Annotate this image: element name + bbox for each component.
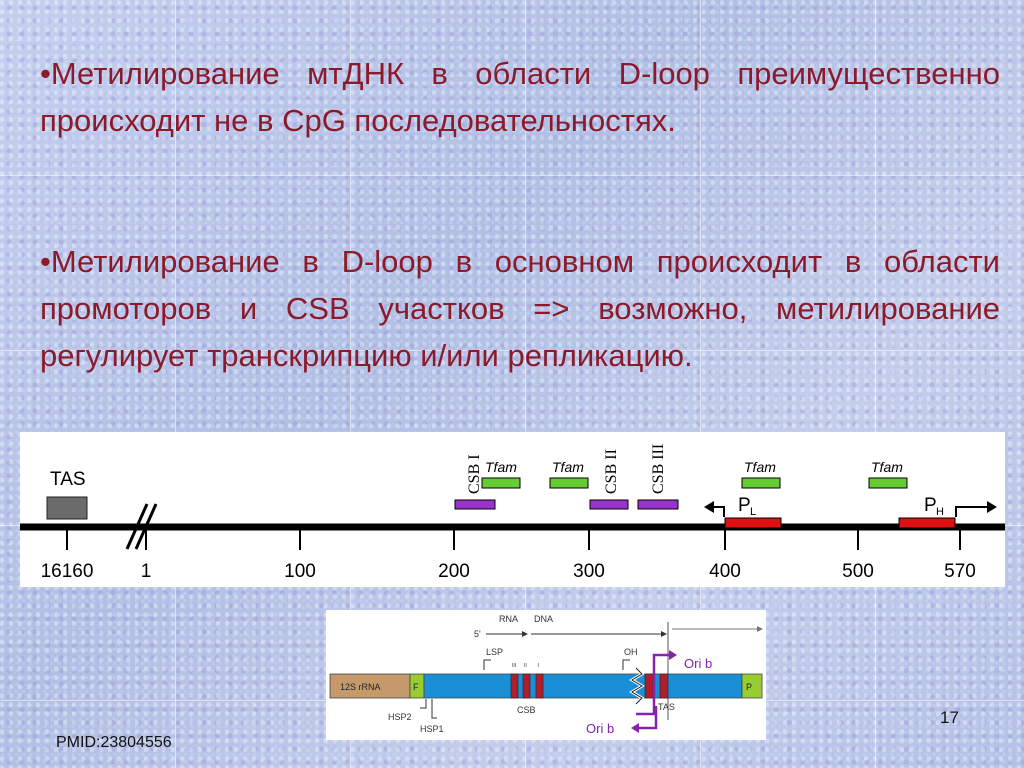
control-region-diagram: 5' RNA DNA LSP OH III II I 12S rRNA F P: [329, 614, 763, 736]
tfam-label: Tfam: [744, 459, 776, 475]
rna-arrowhead: [522, 631, 528, 637]
tas-block: [659, 673, 669, 699]
background-gridline: [0, 350, 1024, 351]
axis-break-mark: [125, 503, 149, 550]
dna-arrowhead: [661, 631, 667, 637]
background-gridline: [700, 0, 701, 768]
csb-2-label: CSB II: [603, 449, 620, 494]
ori-b-bottom-arrowhead: [631, 723, 639, 733]
tfam-box: [481, 477, 521, 489]
ori-b-top-arrow: [636, 653, 671, 716]
break-zigzag-outline: [631, 667, 643, 705]
page-number: 17: [940, 708, 959, 727]
csb-3-label: CSB III: [650, 444, 667, 494]
trna-p-segment: [741, 673, 763, 699]
bullet-text-2: •Метилирование в D-loop в основном проис…: [40, 244, 1000, 373]
dloop-map-diagram: TAS 16160 1 100 200 300 400 500 570: [20, 444, 1005, 582]
oh-arrow: [622, 659, 630, 670]
tas-box: [46, 496, 88, 520]
csb-3-box: [637, 499, 679, 510]
tfam-label: Tfam: [871, 459, 903, 475]
dna-label: DNA: [534, 614, 553, 624]
tick-label: 200: [438, 561, 470, 582]
ori-b-top-label: Ori b: [684, 656, 712, 671]
control-region-segment: [423, 673, 743, 699]
hsp1-label: HSP1: [420, 724, 444, 734]
hsp2-arrow: [420, 699, 427, 709]
five-prime-label: 5': [474, 629, 481, 639]
background-gridline: [525, 0, 526, 768]
background-gridline: [350, 0, 351, 768]
trna-f-label: F: [413, 682, 419, 692]
lsp-arrow: [483, 659, 491, 670]
trna-p-label: P: [746, 682, 752, 692]
promoter-h-arrowhead: [987, 501, 997, 513]
promoter-h-subscript: H: [936, 506, 944, 518]
tick-label: 500: [842, 561, 874, 582]
tick-label: 100: [284, 561, 316, 582]
dna-continuation-arrowhead: [757, 626, 763, 632]
ori-b-top-arrowhead: [669, 650, 677, 660]
ori-b-bottom-label: Ori b: [586, 721, 614, 736]
bullet-text-1: •Метилирование мтДНК в области D-loop пр…: [40, 56, 1000, 138]
citation-pmid: PMID:23804556: [56, 734, 172, 751]
promoter-l-arrowhead: [704, 501, 714, 513]
csb-block: [510, 673, 519, 699]
tick-label: 16160: [41, 561, 94, 582]
tfam-box: [549, 477, 589, 489]
lsp-label: LSP: [486, 647, 503, 657]
tick-label: 300: [573, 561, 605, 582]
control-region-panel: 5' RNA DNA LSP OH III II I 12S rRNA F P: [326, 610, 766, 740]
background-gridline: [875, 0, 876, 768]
tfam-box: [741, 477, 781, 489]
tas-label: TAS: [658, 702, 675, 712]
tas-block: [644, 673, 654, 699]
promoter-h-label: P: [924, 495, 937, 516]
background-gridline: [0, 175, 1024, 176]
csb-block: [522, 673, 531, 699]
csb-roman-label: II: [524, 663, 527, 669]
csb-roman-label: III: [512, 663, 516, 669]
csb-1-box: [454, 499, 496, 510]
tick-label: 1: [141, 561, 152, 582]
rna-label: RNA: [499, 614, 518, 624]
ori-b-bottom-arrow: [638, 706, 658, 730]
csb-roman-label: I: [538, 663, 539, 669]
csb-1-label: CSB I: [466, 454, 483, 494]
csb-2-box: [589, 499, 629, 510]
tick-label: 400: [709, 561, 741, 582]
csb-label: CSB: [517, 705, 536, 715]
promoter-h-arrow: [955, 506, 992, 517]
axis-break-mark: [134, 503, 158, 550]
promoter-l-label: P: [738, 495, 751, 516]
tfam-box: [868, 477, 908, 489]
tfam-label: Tfam: [552, 459, 584, 475]
promoter-h-box: [898, 517, 956, 529]
dloop-map-panel: TAS 16160 1 100 200 300 400 500 570: [20, 432, 1005, 587]
tfam-label: Tfam: [485, 459, 517, 475]
promoter-l-subscript: L: [750, 506, 756, 518]
rrna-12s-label: 12S rRNA: [340, 682, 381, 692]
hsp1-arrow: [431, 699, 437, 719]
promoter-l-box: [724, 517, 782, 529]
axis-ticks: [66, 530, 961, 550]
background-gridline: [175, 0, 176, 768]
csb-block: [535, 673, 544, 699]
tas-label: TAS: [50, 469, 86, 490]
rrna-12s-segment: [329, 673, 411, 699]
hsp2-label: HSP2: [388, 712, 412, 722]
oh-label: OH: [624, 647, 638, 657]
tick-label: 570: [944, 561, 976, 582]
